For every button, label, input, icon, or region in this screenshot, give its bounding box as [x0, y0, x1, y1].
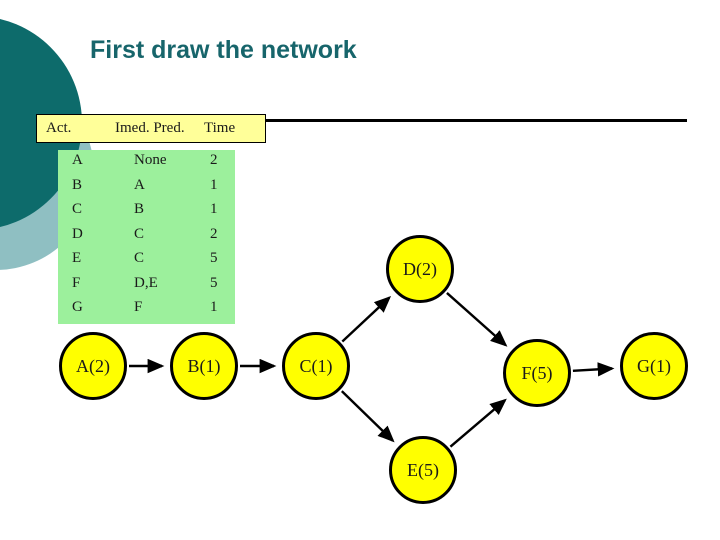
cell-predecessor: C [134, 250, 145, 266]
cell-predecessor: B [134, 201, 145, 217]
network-node-e[interactable]: E(5) [389, 436, 457, 504]
column-header-predecessor: Imed. Pred. [115, 120, 185, 136]
network-node-a[interactable]: A(2) [59, 332, 127, 400]
title-rule-divider [265, 119, 687, 122]
cell-time: 1 [210, 176, 218, 193]
cell-predecessor: D,E [134, 274, 158, 291]
activity-table-header: Act. Imed. Pred. Time [36, 114, 266, 143]
cell-predecessor: A [134, 176, 145, 193]
table-row: F D,E 5 [58, 273, 235, 298]
network-node-label: A(2) [76, 356, 110, 376]
network-edge-f-to-g [572, 362, 615, 377]
cell-activity: F [72, 274, 81, 291]
network-node-label: D(2) [403, 259, 437, 279]
network-node-f[interactable]: F(5) [503, 339, 571, 407]
column-header-activity: Act. [46, 120, 72, 136]
cell-predecessor: None [134, 152, 167, 168]
table-row: B A 1 [58, 175, 235, 200]
network-node-label: F(5) [521, 363, 553, 383]
table-row: E C 5 [58, 248, 235, 273]
cell-activity: D [72, 225, 83, 242]
cell-predecessor: F [134, 299, 143, 315]
table-row: A None 2 [58, 150, 235, 175]
network-node-g[interactable]: G(1) [620, 332, 688, 400]
cell-time: 1 [210, 201, 218, 217]
slide-title: First draw the network [90, 36, 357, 64]
network-node-label: G(1) [637, 356, 671, 376]
network-edge-d-to-f [446, 292, 508, 347]
cell-activity: C [72, 201, 83, 217]
cell-activity: B [72, 176, 83, 193]
cell-time: 2 [210, 152, 218, 168]
activity-table-body: A None 2 B A 1 C B 1 D C 2 E C 5 F D,E 5 [58, 150, 235, 324]
network-node-label: C(1) [299, 356, 333, 376]
network-node-label: B(1) [187, 356, 221, 376]
cell-time: 1 [210, 299, 218, 315]
table-row: C B 1 [58, 199, 235, 224]
network-edge-e-to-f [449, 398, 507, 448]
network-node-b[interactable]: B(1) [170, 332, 238, 400]
network-edge-c-to-e [340, 390, 395, 443]
cell-predecessor: C [134, 225, 145, 242]
cell-time: 5 [210, 274, 218, 291]
column-header-time: Time [204, 120, 236, 136]
table-row: D C 2 [58, 224, 235, 249]
cell-activity: E [72, 250, 82, 266]
cell-time: 5 [210, 250, 218, 266]
cell-activity: G [72, 299, 83, 315]
network-edge-c-to-d [341, 296, 392, 343]
network-node-label: E(5) [407, 460, 439, 480]
cell-time: 2 [210, 225, 218, 242]
cell-activity: A [72, 152, 83, 168]
network-node-c[interactable]: C(1) [282, 332, 350, 400]
network-node-d[interactable]: D(2) [386, 235, 454, 303]
table-row: G F 1 [58, 297, 235, 322]
